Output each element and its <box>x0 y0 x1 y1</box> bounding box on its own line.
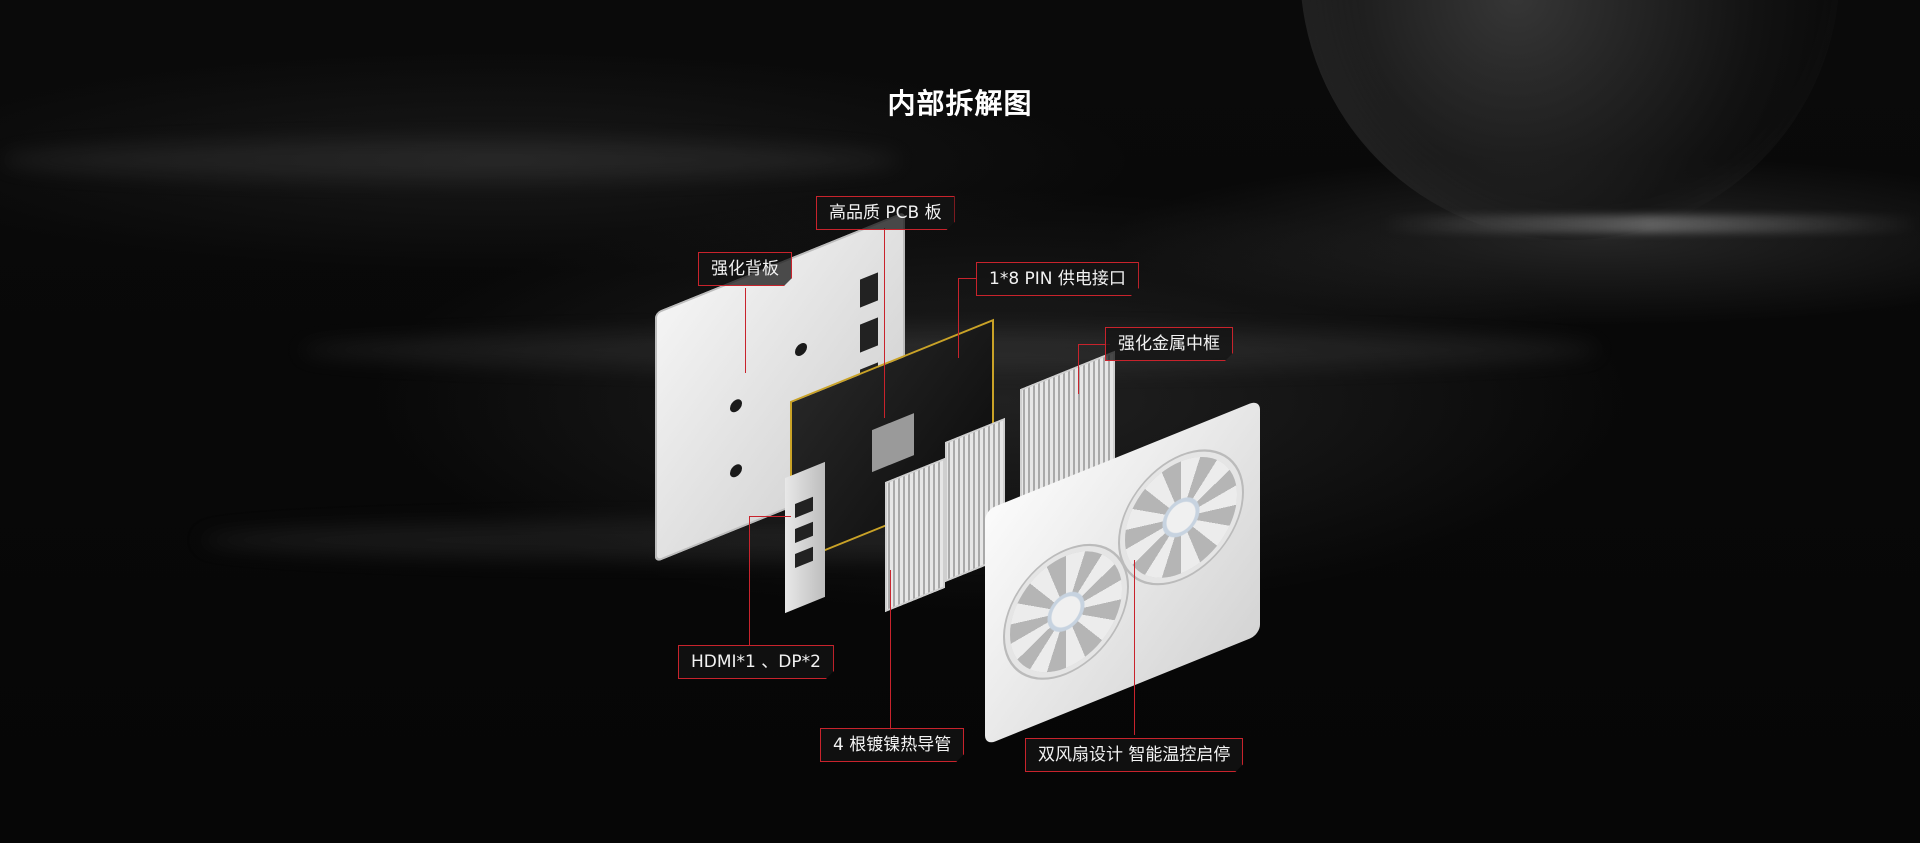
leader-line <box>1134 560 1135 735</box>
callout-backplate: 强化背板 <box>698 252 792 286</box>
fan-icon <box>1125 438 1237 596</box>
callout-dual-fans: 双风扇设计 智能温控启停 <box>1025 738 1243 772</box>
display-port-icon <box>795 496 813 519</box>
horizon-glow <box>1380 215 1920 233</box>
leader-line <box>884 228 885 418</box>
leader-line <box>890 570 891 730</box>
screw-hole <box>795 341 807 358</box>
callout-power-connector: 1*8 PIN 供电接口 <box>976 262 1139 296</box>
display-port-icon <box>795 521 813 544</box>
hdmi-port-icon <box>795 546 813 569</box>
leader-line <box>745 288 746 373</box>
leader-line <box>749 516 750 646</box>
callout-display-ports: HDMI*1 、DP*2 <box>678 645 834 679</box>
leader-line <box>1078 344 1079 394</box>
page-title: 内部拆解图 <box>887 87 1033 120</box>
leader-line <box>958 278 959 358</box>
leader-line <box>749 516 791 517</box>
screw-hole <box>730 462 742 480</box>
leader-line <box>958 278 976 279</box>
fan-icon <box>1010 533 1122 691</box>
io-bracket-part <box>785 461 825 614</box>
cloud-band <box>0 140 900 180</box>
leader-line <box>1078 344 1110 345</box>
screw-hole <box>730 397 742 415</box>
callout-metal-frame: 强化金属中框 <box>1105 327 1233 361</box>
heatsink-fins <box>885 457 945 613</box>
callout-pcb: 高品质 PCB 板 <box>816 196 955 230</box>
vent-slot <box>860 272 878 308</box>
gpu-chip <box>872 413 914 473</box>
vent-slot <box>860 317 878 353</box>
callout-heatpipes: 4 根镀镍热导管 <box>820 728 964 762</box>
